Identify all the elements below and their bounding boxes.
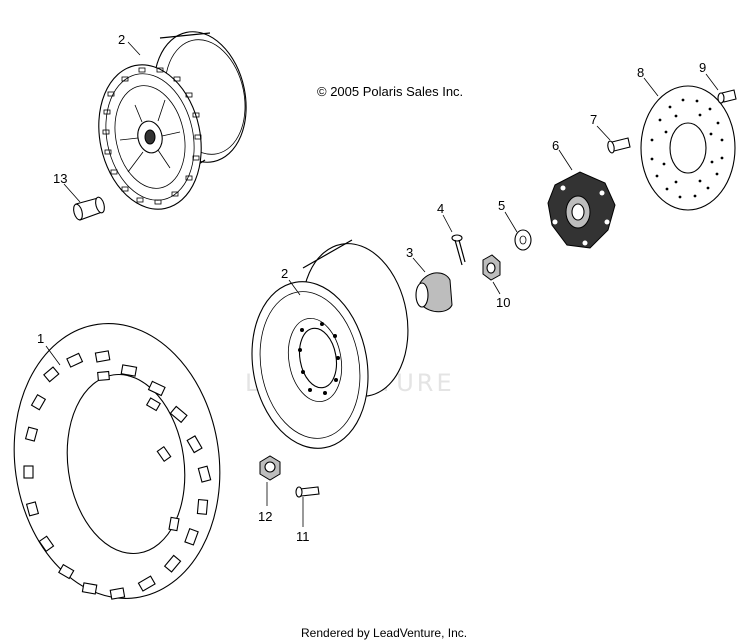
callout-11: 11 <box>296 529 310 544</box>
leader-line <box>504 211 518 233</box>
callout-7: 7 <box>590 112 597 127</box>
callout-1: 1 <box>37 331 44 346</box>
callout-2-upper: 2 <box>118 32 125 47</box>
leader-line <box>643 77 659 97</box>
callout-12: 12 <box>258 509 272 524</box>
leader-line <box>63 183 81 203</box>
upper-wheel-rim <box>98 31 247 210</box>
callout-6: 6 <box>552 138 559 153</box>
leader-line <box>127 41 141 56</box>
copyright-text: © 2005 Polaris Sales Inc. <box>317 84 463 99</box>
tire-part-1 <box>13 323 221 600</box>
callout-5: 5 <box>498 198 505 213</box>
bolt-part-7 <box>607 137 631 154</box>
brake-disc-part-8 <box>640 85 736 211</box>
leader-line <box>412 257 426 273</box>
leader-line <box>705 73 719 91</box>
stud-part-11 <box>295 486 320 498</box>
callout-13: 13 <box>53 171 67 186</box>
lug-nut-part-12 <box>259 455 281 481</box>
leader-line <box>558 149 573 171</box>
leader-line <box>442 214 453 233</box>
hub-cap-part-3 <box>415 272 453 313</box>
leader-line <box>288 279 301 296</box>
callout-8: 8 <box>637 65 644 80</box>
lower-wheel-rim <box>251 239 409 449</box>
callout-4: 4 <box>437 201 444 216</box>
callout-9: 9 <box>699 60 706 75</box>
bolt-part-9 <box>717 89 737 104</box>
leader-line <box>596 125 611 141</box>
leader-line <box>45 345 61 366</box>
lug-stud-part-13 <box>73 196 105 221</box>
footer-credit: Rendered by LeadVenture, Inc. <box>301 626 467 640</box>
wheel-hub-part-6 <box>547 171 616 249</box>
callout-2-lower: 2 <box>281 266 288 281</box>
cotter-pin-part-4 <box>451 234 466 266</box>
callout-3: 3 <box>406 245 413 260</box>
leader-line <box>492 281 501 295</box>
castle-nut-part-10 <box>482 254 501 281</box>
callout-10: 10 <box>496 295 510 310</box>
washer-part-5 <box>514 229 532 251</box>
